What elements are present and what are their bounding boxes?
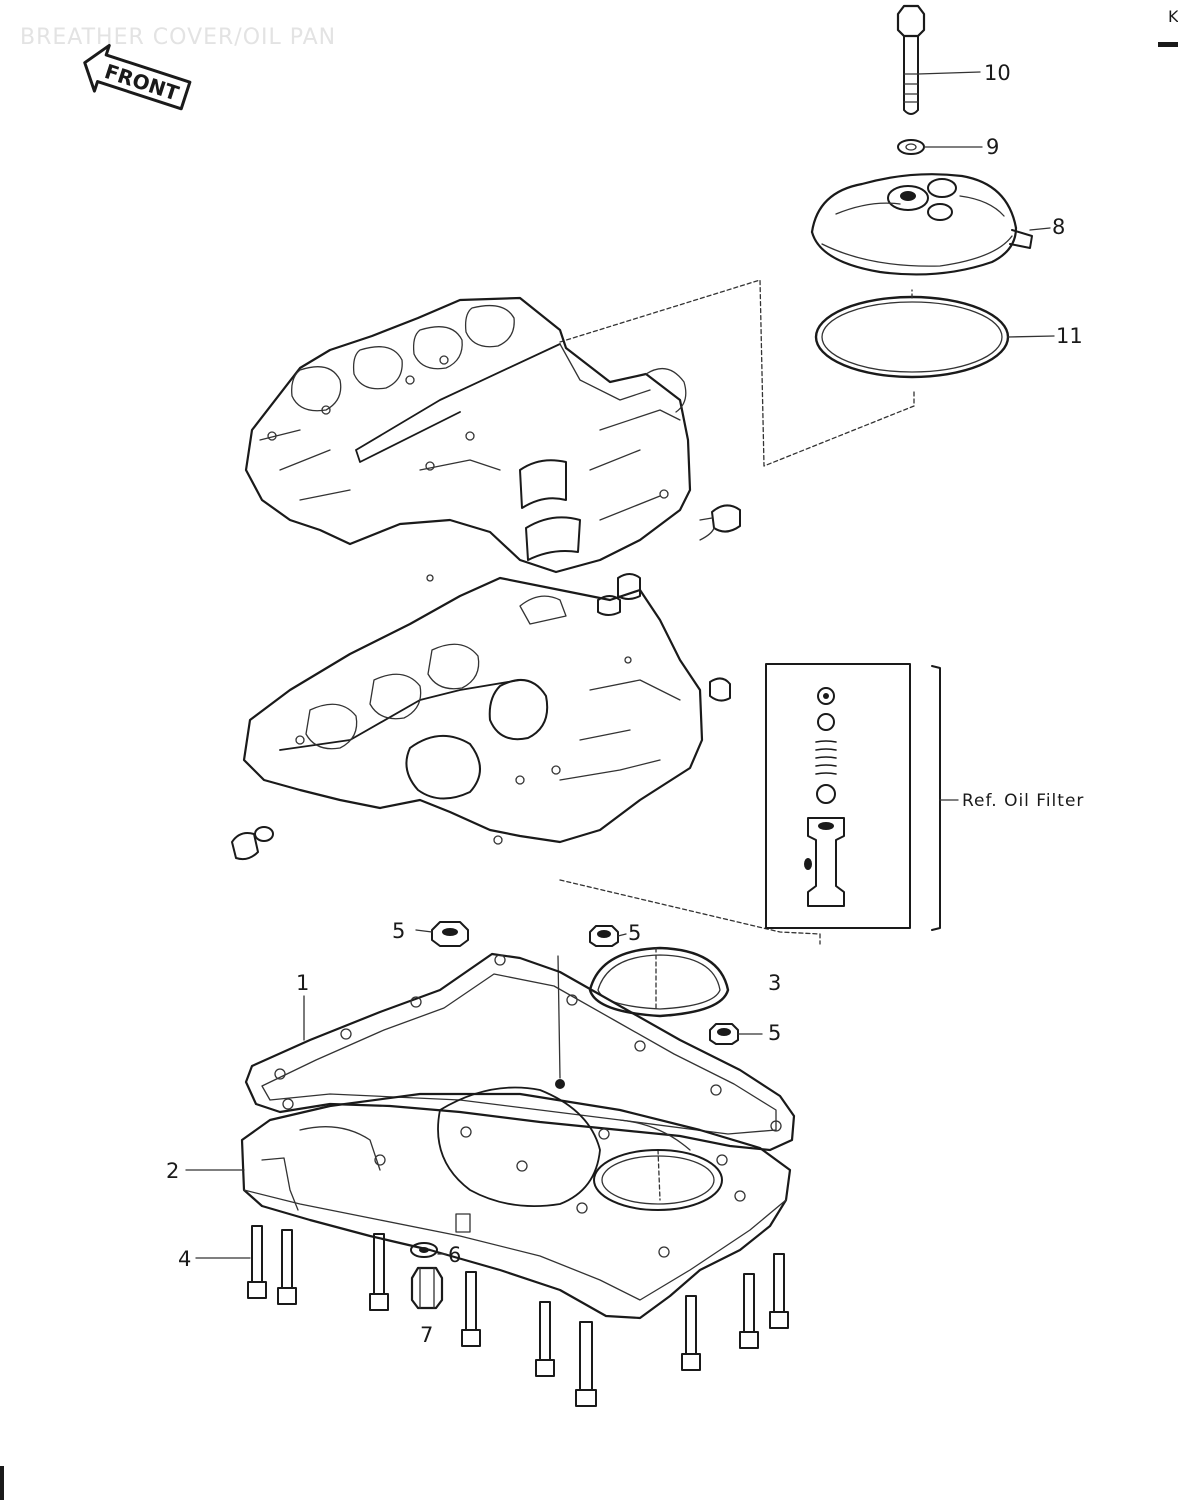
lower-crankcase — [231, 573, 731, 861]
callout-8: 8 — [1052, 215, 1065, 239]
bolt-part-10 — [896, 4, 926, 115]
bolt-part-4-group — [247, 1225, 789, 1407]
callout-1: 1 — [296, 971, 309, 995]
oil-filter-reference-group: Ref. Oil Filter — [765, 663, 1084, 931]
nut-part-5-a — [431, 921, 469, 947]
gasket-part-1 — [244, 952, 796, 1152]
washer-part-9 — [897, 139, 925, 155]
o-ring-part-3 — [588, 946, 730, 1018]
callout-5-c: 5 — [768, 1021, 781, 1045]
edge-mark — [0, 1466, 4, 1500]
callout-3: 3 — [768, 971, 781, 995]
corner-bar — [1158, 42, 1178, 47]
washer-part-6 — [410, 1242, 438, 1258]
nut-part-5-b — [589, 925, 619, 947]
oil-pan-part-2 — [240, 1079, 792, 1320]
assembly-line-pan — [557, 947, 661, 1201]
upper-crankcase — [244, 296, 741, 574]
assembly-line-filter — [559, 879, 821, 945]
callout-10: 10 — [984, 61, 1011, 85]
callout-5-b: 5 — [628, 921, 641, 945]
callout-4: 4 — [178, 1247, 191, 1271]
leader-lines — [185, 71, 1055, 1259]
callout-9: 9 — [986, 135, 999, 159]
front-arrow-icon: FRONT — [83, 43, 192, 111]
assembly-line-cover — [559, 279, 915, 467]
drain-plug-part-7 — [410, 1266, 444, 1310]
ref-oil-filter-label: Ref. Oil Filter — [962, 791, 1084, 811]
callout-11: 11 — [1056, 324, 1083, 348]
callout-7: 7 — [420, 1323, 433, 1347]
o-ring-part-11 — [814, 295, 1010, 379]
nut-part-5-c — [709, 1023, 739, 1045]
callout-6: 6 — [448, 1243, 461, 1267]
diagram-title: BREATHER COVER/OIL PAN — [20, 25, 336, 50]
breather-cover-part-8 — [810, 173, 1033, 276]
callout-5-a: 5 — [392, 919, 405, 943]
corner-mark: K — [1168, 7, 1178, 26]
callout-2: 2 — [166, 1159, 179, 1183]
